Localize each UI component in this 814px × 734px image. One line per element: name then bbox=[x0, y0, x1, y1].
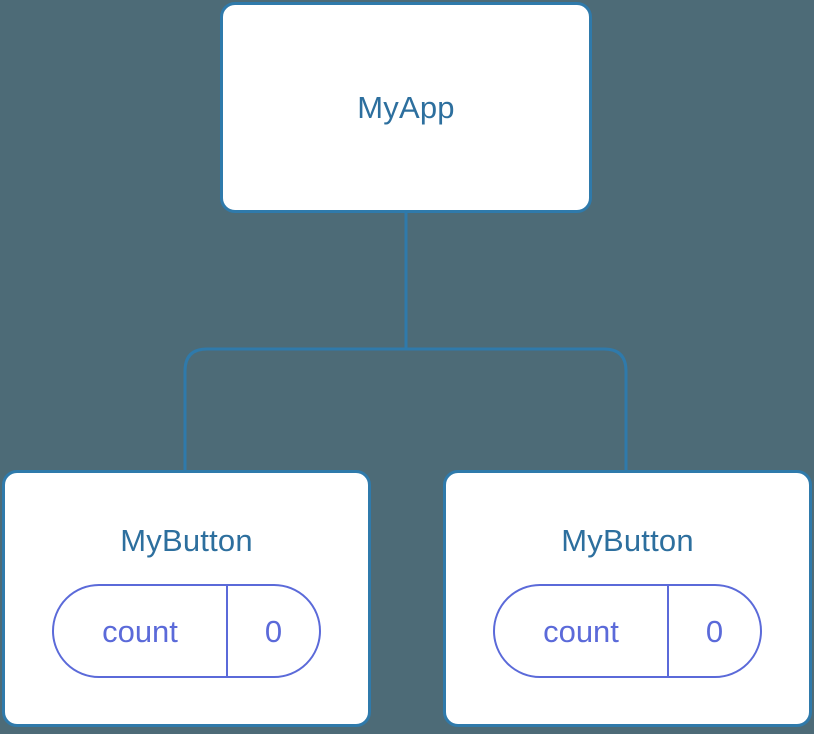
connector-branch-left bbox=[183, 347, 406, 472]
connector-branch-right bbox=[406, 347, 628, 472]
component-node-myapp[interactable]: MyApp bbox=[220, 2, 592, 213]
state-key: count bbox=[102, 613, 178, 649]
component-node-title: MyButton bbox=[120, 523, 253, 558]
component-node-mybutton-1[interactable]: MyButton count 0 bbox=[2, 470, 371, 727]
state-key: count bbox=[543, 613, 619, 649]
state-pill[interactable]: count 0 bbox=[52, 584, 321, 678]
state-value: 0 bbox=[226, 586, 319, 676]
state-value: 0 bbox=[667, 586, 760, 676]
component-node-title: MyButton bbox=[561, 523, 694, 558]
component-node-mybutton-2[interactable]: MyButton count 0 bbox=[443, 470, 812, 727]
component-node-title: MyApp bbox=[357, 90, 455, 125]
state-pill[interactable]: count 0 bbox=[493, 584, 762, 678]
